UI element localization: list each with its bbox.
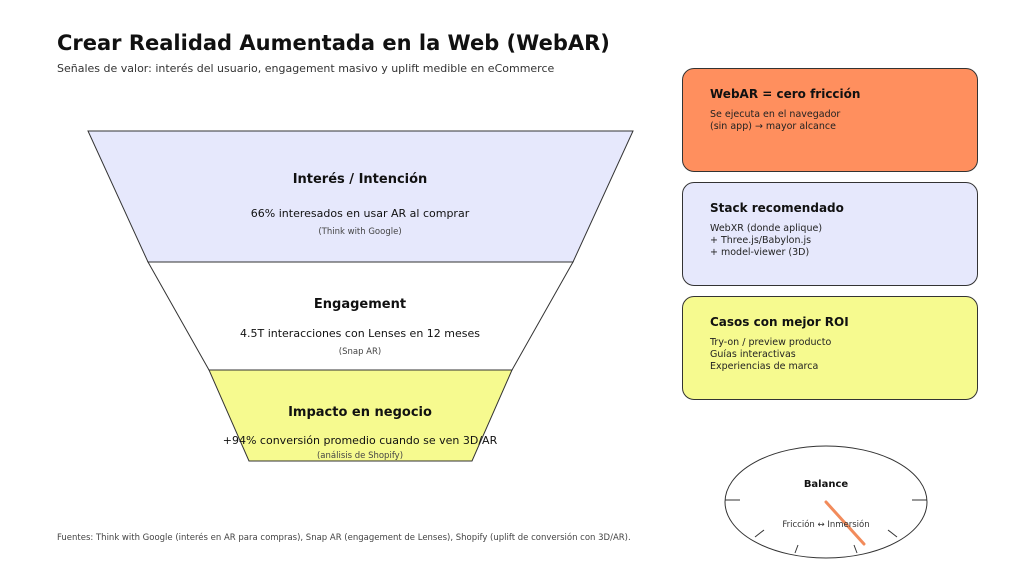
card-recommended-stack-line: + model-viewer (3D) bbox=[710, 247, 810, 258]
gauge-needle bbox=[824, 500, 866, 546]
card-recommended-stack-title: Stack recomendado bbox=[710, 201, 844, 215]
funnel-diagram: Interés / Intención 66% interesados en u… bbox=[87, 130, 634, 462]
page-subtitle: Señales de valor: interés del usuario, e… bbox=[57, 62, 555, 75]
card-best-roi-line: Experiencias de marca bbox=[710, 361, 819, 372]
card-best-roi-line: Try-on / preview producto bbox=[710, 337, 832, 348]
card-webar-friction: WebAR = cero fricción Se ejecuta en el n… bbox=[682, 68, 978, 172]
gauge-tick bbox=[853, 544, 858, 554]
card-recommended-stack-line: + Three.js/Babylon.js bbox=[710, 235, 812, 246]
gauge-label: Fricción ↔ Inmersión bbox=[782, 519, 869, 530]
footer-sources: Fuentes: Think with Google (interés en A… bbox=[57, 533, 631, 543]
funnel-stage-interest bbox=[87, 130, 634, 263]
funnel-stage-impact bbox=[208, 369, 513, 462]
funnel-stage-engagement-text: 4.5T interacciones con Lenses en 12 mese… bbox=[240, 327, 480, 340]
card-recommended-stack: Stack recomendado WebXR (donde aplique) … bbox=[682, 182, 978, 286]
funnel-stage-interest-title: Interés / Intención bbox=[293, 172, 428, 187]
card-webar-friction-title: WebAR = cero fricción bbox=[710, 87, 861, 101]
page-title: Crear Realidad Aumentada en la Web (WebA… bbox=[57, 31, 610, 55]
funnel-stage-engagement-source: (Snap AR) bbox=[339, 347, 381, 357]
card-best-roi-line: Guías interactivas bbox=[710, 349, 796, 360]
funnel-stage-interest-text: 66% interesados en usar AR al comprar bbox=[251, 207, 470, 220]
card-recommended-stack-line: WebXR (donde aplique) bbox=[710, 223, 823, 234]
funnel-stage-engagement-title: Engagement bbox=[314, 297, 406, 312]
funnel-stage-impact-source: (análisis de Shopify) bbox=[317, 451, 403, 461]
gauge-tick bbox=[794, 544, 799, 554]
funnel-stage-interest-source: (Think with Google) bbox=[318, 227, 401, 237]
gauge-title: Balance bbox=[804, 479, 849, 490]
card-best-roi: Casos con mejor ROI Try-on / preview pro… bbox=[682, 296, 978, 400]
funnel-stage-impact-text: +94% conversión promedio cuando se ven 3… bbox=[223, 434, 498, 447]
card-webar-friction-line: (sin app) → mayor alcance bbox=[710, 121, 836, 132]
gauge-tick bbox=[754, 529, 765, 538]
funnel-stage-impact-title: Impacto en negocio bbox=[288, 405, 432, 420]
gauge-tick bbox=[887, 529, 898, 538]
card-webar-friction-line: Se ejecuta en el navegador bbox=[710, 109, 841, 120]
card-best-roi-title: Casos con mejor ROI bbox=[710, 315, 849, 329]
balance-gauge: Balance Fricción ↔ Inmersión bbox=[724, 445, 928, 559]
